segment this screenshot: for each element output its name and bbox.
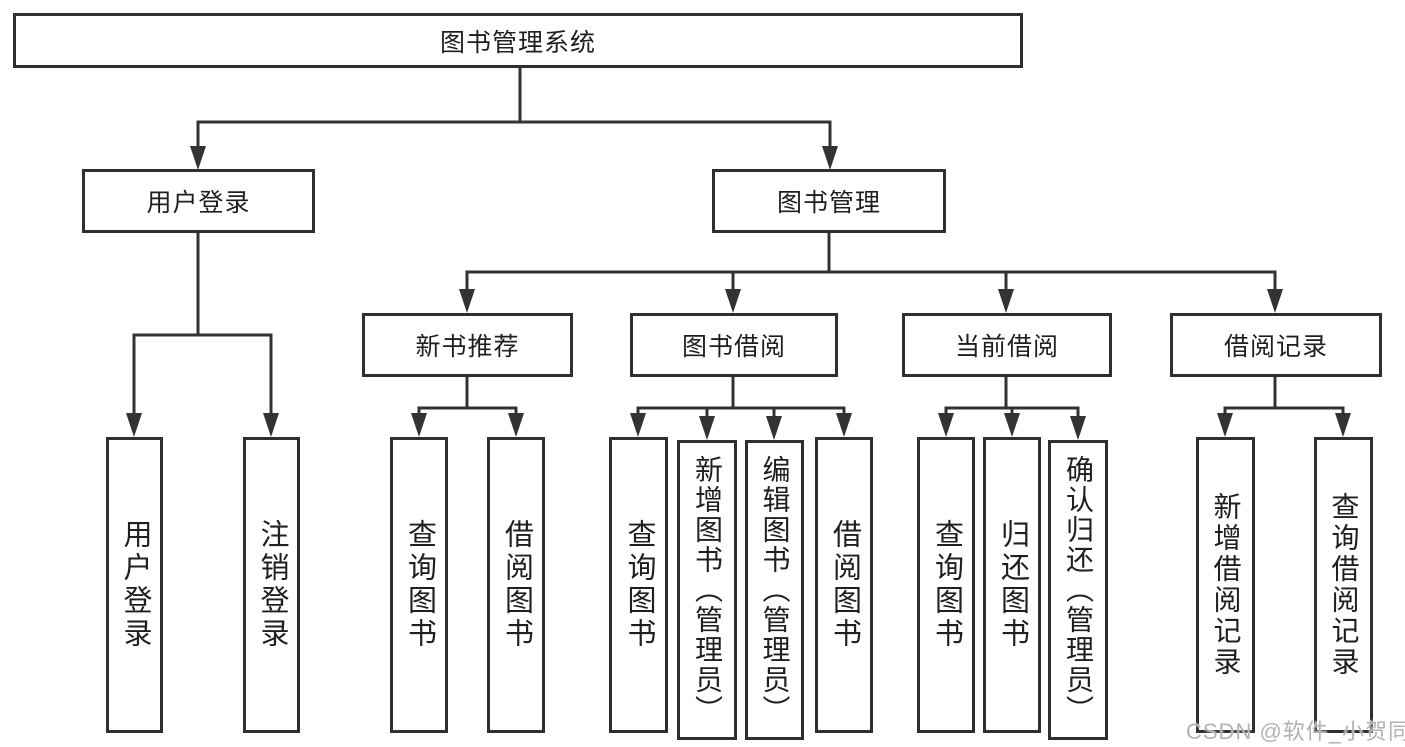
node-label: 图书借阅 (681, 333, 786, 361)
node-leaf-query-borrow-record: 查询借阅记录 (1314, 437, 1373, 733)
node-leaf-user-login: 用户登录 (106, 437, 163, 733)
node-label: 新增图书（管理员） (692, 455, 723, 725)
node-borrowing-records: 借阅记录 (1170, 313, 1382, 377)
node-label: 注销登录 (256, 519, 288, 651)
node-library-management-system: 图书管理系统 (13, 13, 1023, 68)
csdn-watermark: CSDN @软件_小贺同学 (1186, 719, 1405, 744)
node-user-login: 用户登录 (82, 169, 315, 233)
node-leaf-borrow-books-borrowing: 借阅图书 (815, 437, 873, 733)
connector-current-borrowing-to-leaves (938, 377, 1086, 440)
node-label: 归还图书 (996, 519, 1029, 651)
connector-borrowing-records-to-leaves (1217, 377, 1351, 437)
node-leaf-edit-books-admin: 编辑图书（管理员） (745, 440, 804, 740)
node-label: 借阅图书 (828, 519, 861, 651)
node-leaf-query-books-recommend: 查询图书 (390, 437, 448, 733)
node-leaf-return-books: 归还图书 (983, 437, 1041, 733)
node-label: 用户登录 (119, 519, 151, 651)
node-new-book-recommend: 新书推荐 (362, 313, 573, 377)
node-current-borrowing: 当前借阅 (902, 313, 1112, 377)
connector-user-login-to-leaves (126, 233, 279, 437)
node-leaf-confirm-return-admin: 确认归还（管理员） (1048, 440, 1108, 740)
node-label: 查询图书 (403, 519, 436, 651)
connector-book-borrowing-to-leaves (630, 377, 852, 440)
node-book-management: 图书管理 (712, 169, 946, 233)
connector-new-book-recommend-to-leaves (411, 377, 524, 437)
node-label: 图书管理 (776, 189, 881, 217)
node-label: 借阅记录 (1223, 333, 1328, 361)
connector-book-management-to-level3 (459, 233, 1283, 313)
node-book-borrowing: 图书借阅 (630, 313, 838, 377)
node-leaf-query-books-current: 查询图书 (917, 437, 975, 733)
node-label: 借阅图书 (500, 519, 533, 651)
node-label: 查询图书 (930, 519, 963, 651)
node-leaf-borrow-books-recommend: 借阅图书 (487, 437, 545, 733)
node-leaf-logout-login: 注销登录 (243, 437, 300, 733)
node-label: 编辑图书（管理员） (759, 455, 791, 725)
node-label: 用户登录 (146, 189, 251, 217)
node-label: 图书管理系统 (439, 28, 596, 57)
node-leaf-add-borrow-record: 新增借阅记录 (1196, 437, 1255, 733)
connector-root-to-level2 (190, 68, 838, 170)
node-leaf-query-books-borrowing: 查询图书 (609, 437, 668, 733)
node-label: 新书推荐 (415, 333, 520, 361)
node-leaf-add-books-admin: 新增图书（管理员） (677, 440, 737, 740)
node-label: 查询借阅记录 (1328, 492, 1360, 678)
node-label: 当前借阅 (954, 333, 1059, 361)
node-label: 查询图书 (623, 519, 655, 651)
node-label: 新增借阅记录 (1210, 492, 1242, 678)
node-label: 确认归还（管理员） (1063, 455, 1094, 725)
